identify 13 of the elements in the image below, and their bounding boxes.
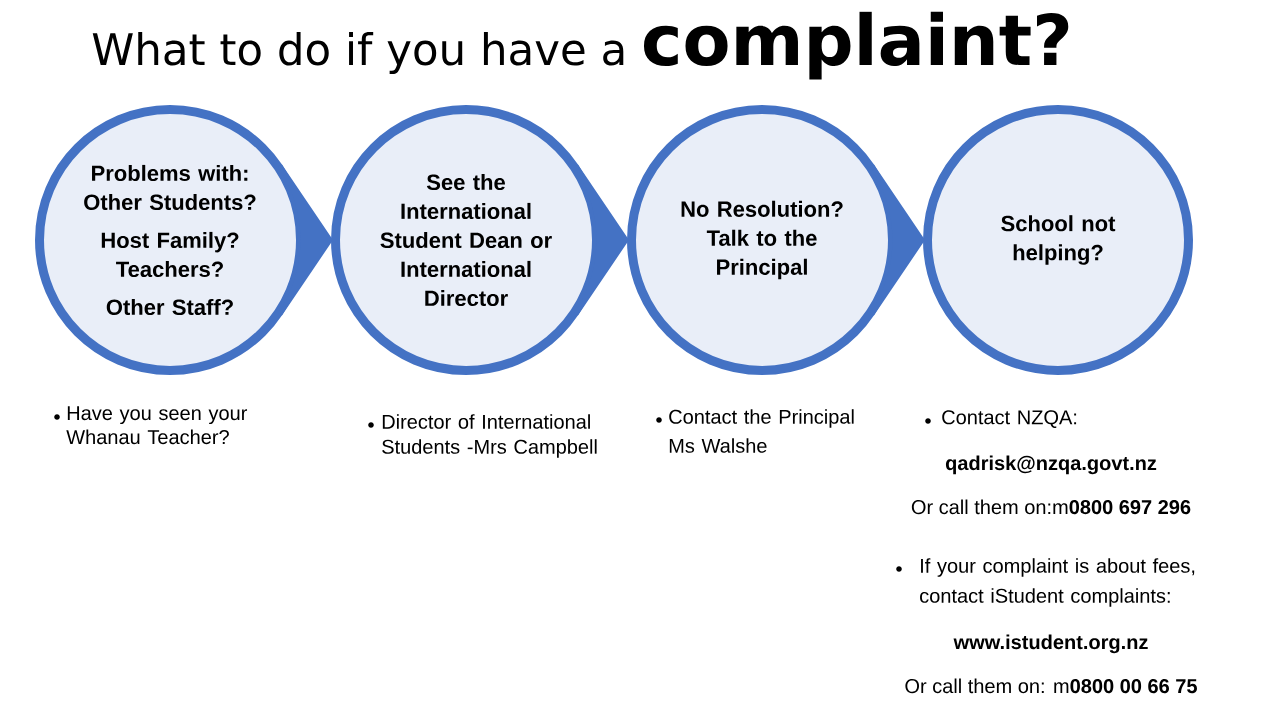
arrow bbox=[278, 164, 333, 316]
title: What to do if you have a complaint? bbox=[92, 11, 1069, 80]
note-text: Have you seen your Whanau Teacher? bbox=[66, 406, 248, 445]
phone-note: Or call them on: m0800 00 66 75 bbox=[905, 678, 1197, 694]
web-address: www.istudent.org.nz bbox=[953, 634, 1148, 654]
note-text: Contact NZQA: bbox=[942, 410, 1077, 428]
arrow bbox=[574, 164, 629, 316]
note-text: Contact the Principal Ms Walshe bbox=[669, 409, 854, 453]
phone-note: Or call them on:m0800 697 296 bbox=[911, 499, 1191, 515]
email-address: qadrisk@nzqa.govt.nz bbox=[945, 455, 1157, 475]
arrow bbox=[870, 164, 925, 316]
note-text: Director of International Students -Mrs Campbell bbox=[382, 414, 597, 458]
note-text: If your complaint is about fees, contact iStudent complaints: bbox=[920, 558, 1195, 607]
